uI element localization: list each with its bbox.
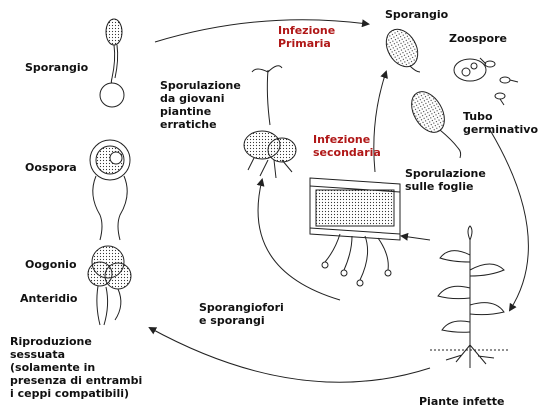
leaf-section-drawing <box>309 177 401 287</box>
label-line: secondaria <box>313 146 381 159</box>
label-line: Sporulazione <box>160 79 241 92</box>
label-line: da giovani <box>160 92 225 105</box>
sporangium-left-drawing <box>99 18 125 108</box>
infected-plant-drawing <box>430 225 510 368</box>
label-oospora: Oospora <box>25 161 77 174</box>
label-line: Sporangiofori <box>199 301 284 314</box>
label-riproduzione-line: Riproduzione <box>10 335 92 348</box>
label-line: piantine <box>160 105 212 118</box>
oogonium-antheridium-drawing <box>87 245 132 326</box>
label-sporulazione-foglie: Sporulazione sulle foglie <box>405 167 486 193</box>
sporangium-top-drawing <box>385 28 519 106</box>
label-line: erratiche <box>160 118 217 131</box>
arrow-to-primary-infection <box>154 19 370 43</box>
arrow-to-young-plants <box>256 178 341 301</box>
label-oogonio: Oogonio <box>25 258 77 271</box>
germ-tube-drawing <box>411 91 462 159</box>
label-line: Infezione <box>278 24 336 37</box>
label-sporangio-top: Sporangio <box>385 8 449 21</box>
label-anteridio: Anteridio <box>20 292 78 305</box>
arrow-plant-to-leaf <box>400 232 431 241</box>
label-sporangiofori: Sporangiofori e sporangi <box>199 301 284 327</box>
label-sporulazione-giovani: Sporulazione da giovani piantine erratic… <box>160 79 241 131</box>
label-riproduzione-line: sessuata <box>10 348 66 361</box>
arrow-to-plants <box>489 129 529 312</box>
label-sporangio-left: Sporangio <box>25 61 89 74</box>
label-infezione-primaria: Infezione Primaria <box>278 24 335 50</box>
cycle-arrows <box>148 19 529 383</box>
label-riproduzione-line: (solamente in <box>10 361 96 374</box>
label-riproduzione: Riproduzione sessuata (solamente in pres… <box>10 335 142 400</box>
oospore-drawing <box>89 139 131 241</box>
label-tubo-germinativo: Tubo germinativo <box>463 110 538 136</box>
label-piante-infette: Piante infette <box>419 395 505 408</box>
label-line: Sporulazione <box>405 167 486 180</box>
arrow-to-sexual-reproduction <box>148 327 431 383</box>
seedling-drawing <box>243 65 297 179</box>
label-line: Primaria <box>278 37 331 50</box>
label-riproduzione-line: presenza di entrambi <box>10 374 143 387</box>
label-line: germinativo <box>463 123 539 136</box>
label-line: e sporangi <box>199 314 265 327</box>
label-infezione-secondaria: Infezione secondaria <box>313 133 381 159</box>
label-line: sulle foglie <box>405 180 474 193</box>
label-line: Infezione <box>313 133 371 146</box>
label-riproduzione-line: i ceppi compatibili) <box>10 387 130 400</box>
arrow-leaf-to-sporangium <box>373 70 388 173</box>
label-zoospore: Zoospore <box>449 32 507 45</box>
label-line: Tubo <box>463 110 493 123</box>
